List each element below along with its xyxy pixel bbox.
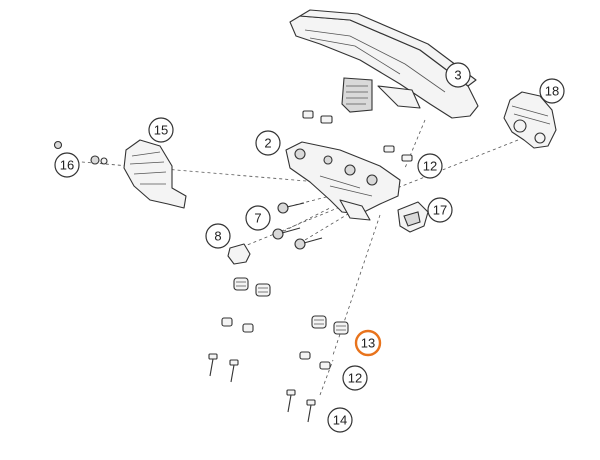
callout-2[interactable]: 2 bbox=[255, 130, 281, 156]
callout-label: 17 bbox=[433, 203, 447, 218]
lead-line-18-to-bracket bbox=[391, 139, 519, 191]
callout-7[interactable]: 7 bbox=[245, 205, 271, 231]
callout-13-highlighted[interactable]: 13 bbox=[354, 329, 382, 357]
callout-18[interactable]: 18 bbox=[539, 78, 565, 104]
callout-label: 16 bbox=[60, 158, 74, 173]
callout-label: 12 bbox=[348, 371, 362, 386]
part-clips-12 bbox=[299, 351, 331, 370]
callout-8[interactable]: 8 bbox=[205, 223, 231, 249]
part-block-8 bbox=[227, 243, 251, 265]
callout-12-upper[interactable]: 12 bbox=[417, 153, 443, 179]
lead-line-right-column bbox=[332, 214, 381, 356]
callout-label: 3 bbox=[454, 68, 461, 83]
lead-line-lower-right bbox=[319, 359, 334, 396]
callout-12-lower[interactable]: 12 bbox=[342, 365, 368, 391]
callout-label: 2 bbox=[264, 136, 271, 151]
part-screws-16 bbox=[53, 140, 108, 165]
part-dashboard bbox=[289, 9, 479, 119]
lead-line-bolt-7c bbox=[299, 213, 349, 244]
callout-label: 8 bbox=[214, 229, 221, 244]
part-connector bbox=[397, 201, 429, 233]
part-side-cover bbox=[123, 139, 187, 209]
callout-3[interactable]: 3 bbox=[445, 62, 471, 88]
callout-label: 13 bbox=[361, 336, 375, 351]
callout-16[interactable]: 16 bbox=[54, 152, 80, 178]
callout-14[interactable]: 14 bbox=[327, 407, 353, 433]
part-bracket-right bbox=[503, 91, 557, 149]
callout-label: 15 bbox=[154, 123, 168, 138]
lead-line-bolt-7b bbox=[277, 207, 331, 235]
callout-label: 18 bbox=[545, 84, 559, 99]
callout-17[interactable]: 17 bbox=[427, 197, 453, 223]
part-screws-left bbox=[208, 353, 239, 383]
part-screws-14 bbox=[286, 389, 316, 423]
part-bolts-7 bbox=[272, 202, 323, 250]
part-clips-upper bbox=[302, 110, 413, 162]
part-grommets-left bbox=[221, 277, 271, 333]
part-main-bracket bbox=[285, 141, 401, 221]
part-grommets-13 bbox=[311, 315, 349, 335]
callout-label: 12 bbox=[423, 159, 437, 174]
callout-label: 7 bbox=[254, 211, 261, 226]
callout-label: 14 bbox=[333, 413, 347, 428]
callout-15[interactable]: 15 bbox=[148, 117, 174, 143]
lead-line-left-column bbox=[239, 204, 346, 249]
